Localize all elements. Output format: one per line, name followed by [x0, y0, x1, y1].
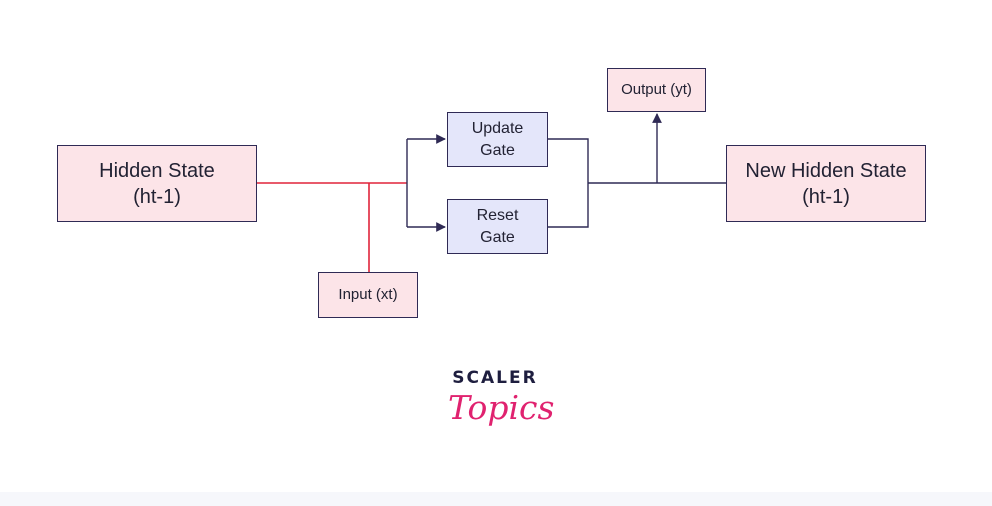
reset-gate-box: Reset Gate [447, 199, 548, 254]
hidden-state-box: Hidden State (ht-1) [57, 145, 257, 222]
input-box: Input (xt) [318, 272, 418, 318]
scaler-topics-logo: SCALER Topics [430, 368, 560, 448]
logo-topics-text: Topics [448, 388, 555, 427]
update-gate-out-line [548, 138, 589, 228]
output-box: Output (yt) [607, 68, 706, 112]
update-gate-box: Update Gate [447, 112, 548, 167]
bottom-band [0, 492, 992, 506]
new-hidden-state-box: New Hidden State (ht-1) [726, 145, 926, 222]
logo-scaler-text: SCALER [452, 368, 538, 388]
